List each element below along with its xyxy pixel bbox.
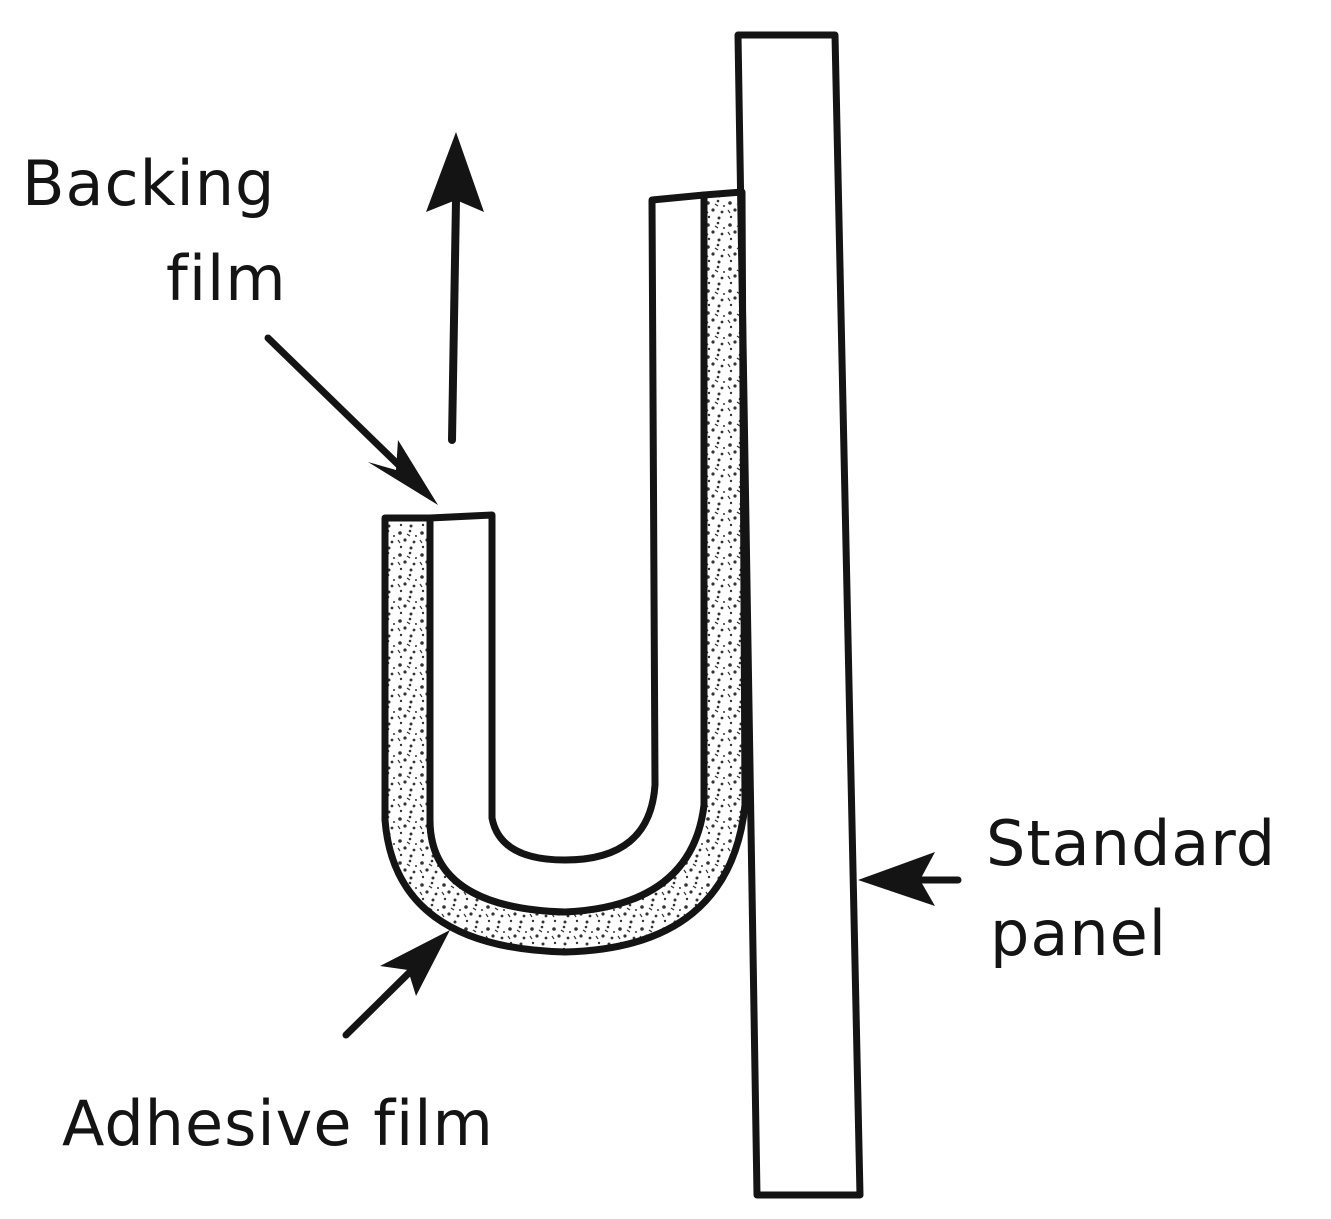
standard-panel bbox=[734, 31, 864, 1199]
standard-panel-label-line2: panel bbox=[990, 897, 1168, 970]
backing-film-pointer-arrow bbox=[264, 334, 438, 505]
adhesive-film-pointer-arrow bbox=[342, 930, 450, 1039]
pull-direction-arrow bbox=[426, 132, 484, 444]
backing-film-label-line1: Backing bbox=[22, 147, 276, 220]
standard-panel-label-line1: Standard bbox=[986, 807, 1277, 880]
adhesive-film-label: Adhesive film bbox=[62, 1087, 494, 1160]
standard-panel-pointer-arrow bbox=[858, 852, 962, 906]
backing-film-label-line2: film bbox=[166, 242, 287, 315]
backing-film bbox=[426, 191, 708, 916]
